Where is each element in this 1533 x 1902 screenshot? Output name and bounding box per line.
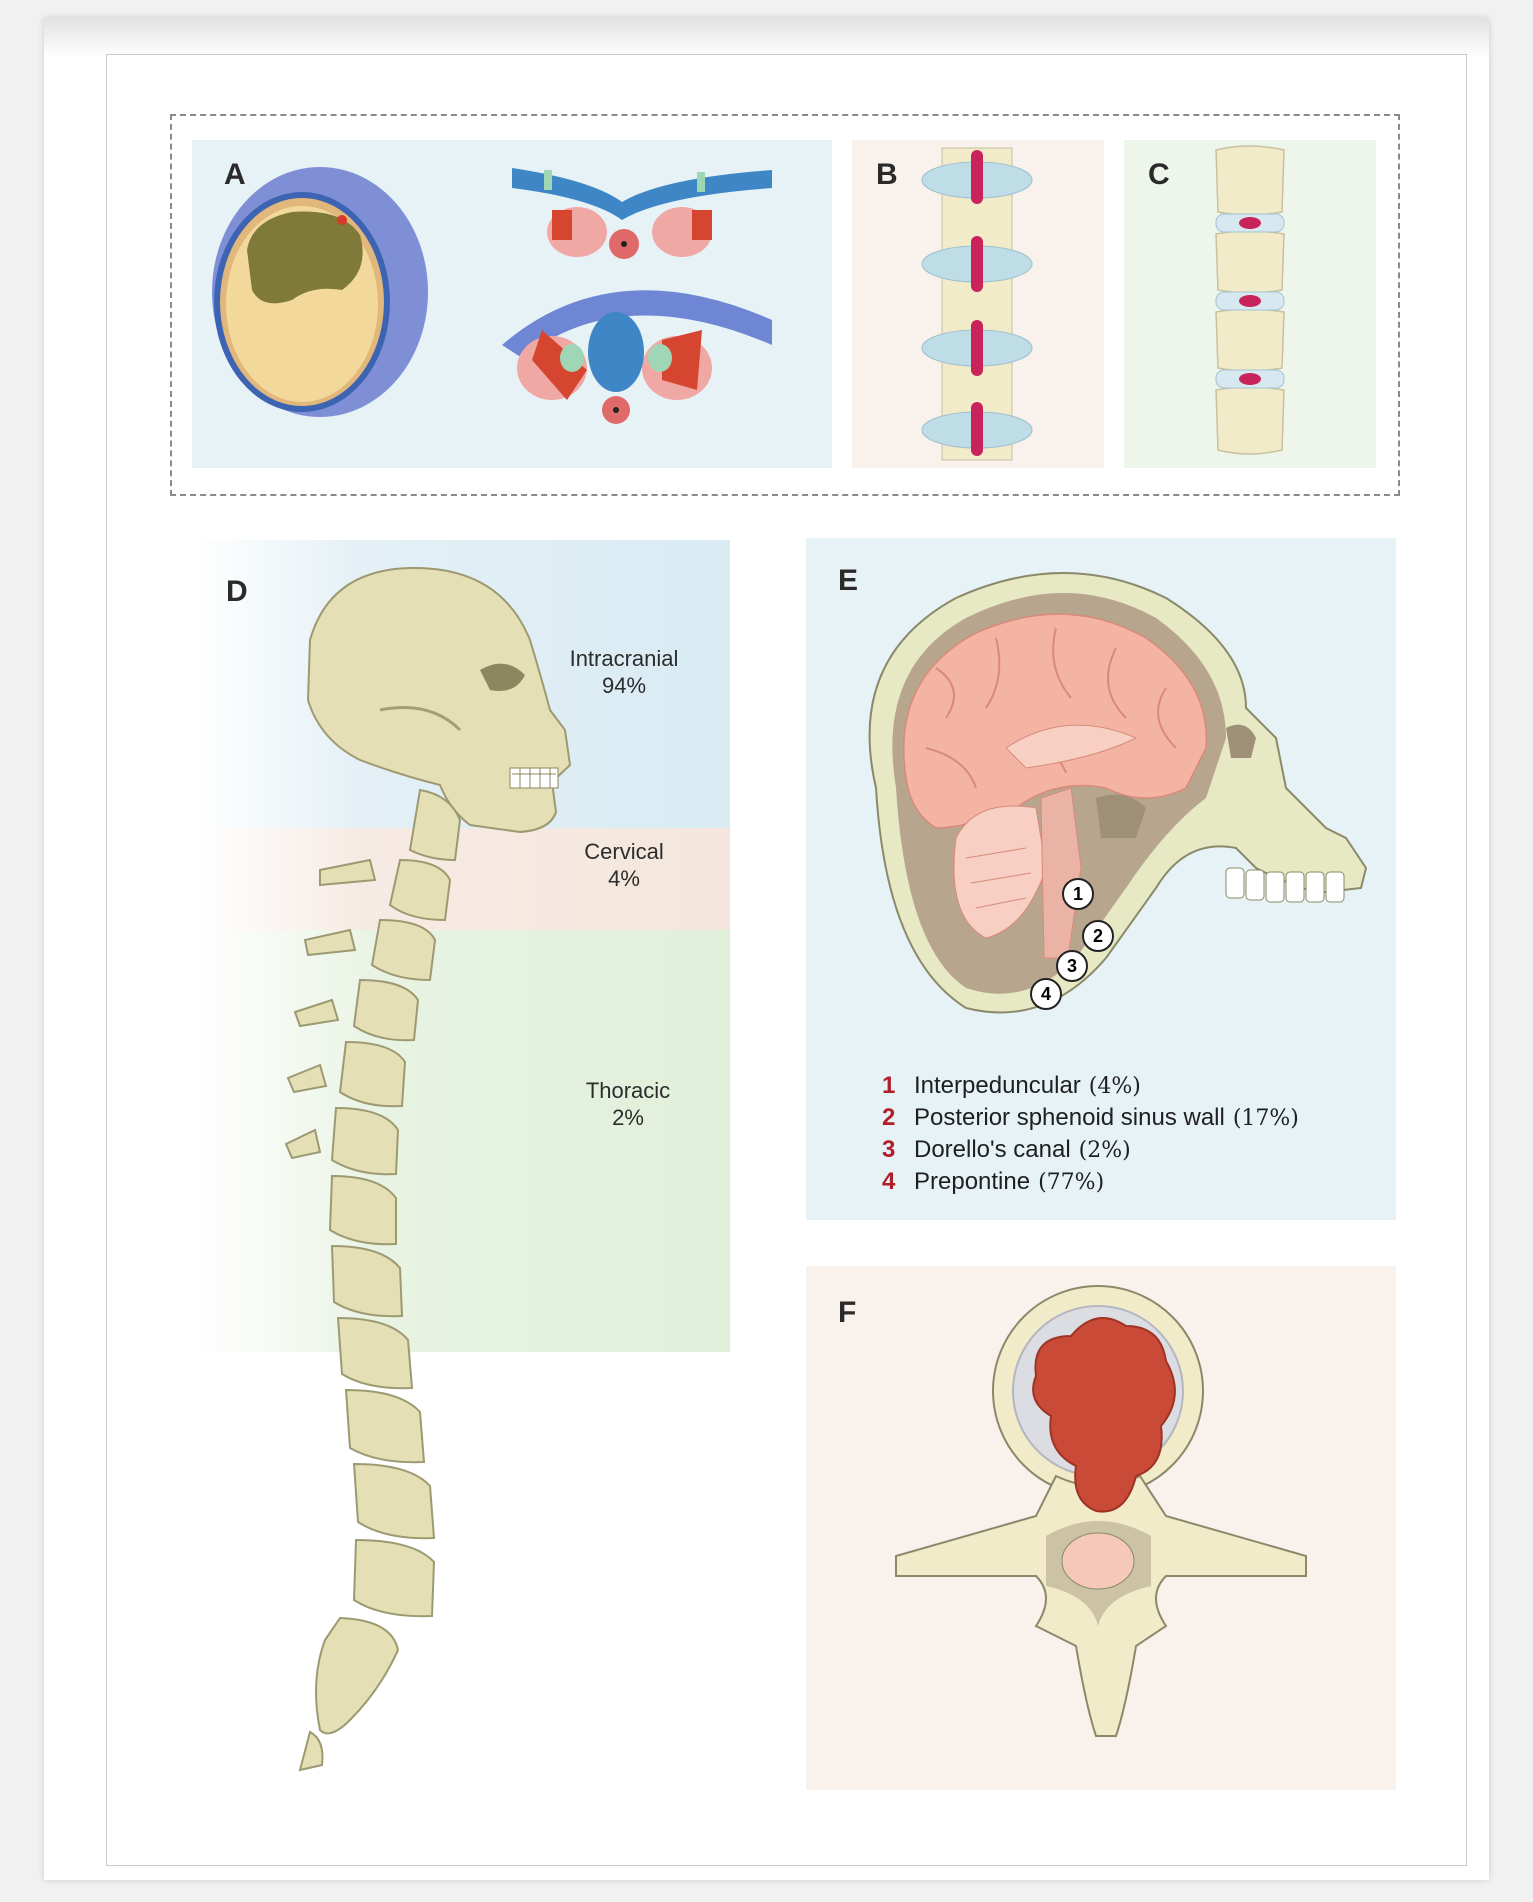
panel-f-vertebra-tumor-illustration xyxy=(895,1285,1307,1737)
region-label-intracranial: Intracranial 94% xyxy=(544,645,704,699)
region-intracranial-value: 94% xyxy=(601,673,647,698)
panel-a-skull-illustration xyxy=(212,167,772,424)
legend-percent: (17%) xyxy=(1232,1106,1299,1131)
panel-d-region-thoracic xyxy=(198,930,730,1352)
legend-item-3: 3 Dorello's canal (2%) xyxy=(882,1136,1131,1164)
region-intracranial-name: Intracranial xyxy=(569,646,679,671)
panel-d-letter: D xyxy=(226,575,248,608)
region-thoracic-value: 2% xyxy=(612,1105,644,1130)
region-label-thoracic: Thoracic 2% xyxy=(548,1077,708,1131)
legend-label: Dorello's canal xyxy=(914,1136,1071,1163)
panel-c-letter: C xyxy=(1148,158,1170,191)
panel-group-abc-border xyxy=(170,114,1400,496)
legend-item-4: 4 Prepontine (77%) xyxy=(882,1168,1104,1196)
legend-number: 4 xyxy=(882,1168,896,1195)
panel-b-letter: B xyxy=(876,158,898,191)
marker-2: 2 xyxy=(1082,920,1114,952)
region-cervical-name: Cervical xyxy=(584,839,664,864)
panel-d-region-cervical xyxy=(198,828,730,930)
legend-item-1: 1 Interpeduncular (4%) xyxy=(882,1072,1141,1100)
panel-e-head-sagittal-illustration xyxy=(868,572,1368,1014)
panel-d-skeleton-illustration xyxy=(284,566,572,1772)
region-label-cervical: Cervical 4% xyxy=(544,838,704,892)
legend-item-2: 2 Posterior sphenoid sinus wall (17%) xyxy=(882,1104,1299,1132)
marker-3: 3 xyxy=(1056,950,1088,982)
legend-label: Posterior sphenoid sinus wall xyxy=(914,1104,1225,1131)
panel-c-spine-column xyxy=(1215,145,1285,455)
marker-4: 4 xyxy=(1030,978,1062,1010)
legend-label: Prepontine xyxy=(914,1168,1031,1195)
legend-label: Interpeduncular xyxy=(914,1072,1081,1099)
marker-1: 1 xyxy=(1062,878,1094,910)
legend-percent: (77%) xyxy=(1038,1170,1105,1195)
legend-number: 2 xyxy=(882,1104,896,1131)
region-thoracic-name: Thoracic xyxy=(585,1078,671,1103)
region-cervical-value: 4% xyxy=(608,866,640,891)
legend-number: 3 xyxy=(882,1136,896,1163)
panel-b-spine-column xyxy=(921,147,1033,461)
legend-percent: (2%) xyxy=(1078,1138,1131,1163)
legend-number: 1 xyxy=(882,1072,896,1099)
legend-percent: (4%) xyxy=(1088,1074,1141,1099)
panel-f-letter: F xyxy=(838,1296,857,1329)
panel-e-letter: E xyxy=(838,564,859,597)
panel-a-letter: A xyxy=(224,158,246,191)
